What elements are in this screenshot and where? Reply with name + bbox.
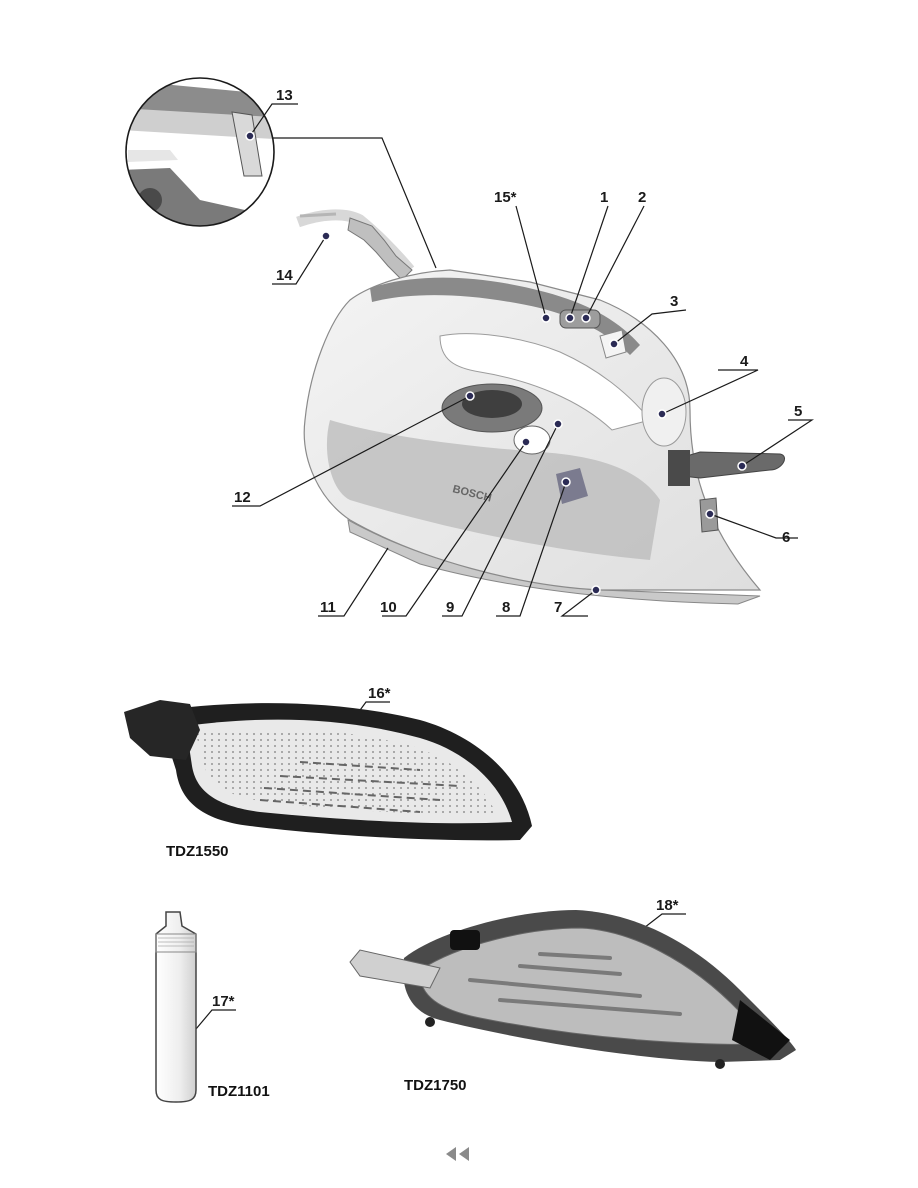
callout-9: 9 [446,599,454,616]
model-tdz1101: TDZ1101 [208,1083,270,1100]
soleplate-cover: TDZ1550 [124,700,532,860]
callout-12: 12 [234,489,251,506]
callout-7: 7 [554,599,562,616]
callout-6: 6 [782,529,790,546]
power-cord [296,209,415,274]
model-tdz1750: TDZ1750 [404,1077,467,1094]
double-left-triangle-icon[interactable] [444,1146,472,1162]
cord-guard [347,217,413,281]
steam-iron-illustration: BOSCH [296,209,785,605]
model-tdz1550: TDZ1550 [166,843,229,860]
callout-4: 4 [740,353,749,370]
callout-15: 15* [494,189,517,206]
callout-16: 16* [368,685,391,702]
callout-8: 8 [502,599,510,616]
callout-labels: 1 2 3 4 5 6 7 8 9 10 11 12 13 14 15* 16*… [212,87,802,1010]
callout-13: 13 [276,87,293,104]
callout-18: 18* [656,897,679,914]
callout-5: 5 [794,403,802,420]
callout-2: 2 [638,189,646,206]
callout-17: 17* [212,993,235,1010]
soleplate-protector: TDZ1750 [349,910,796,1094]
callout-1: 1 [600,189,608,206]
callout-10: 10 [380,599,397,616]
self-clean-lever [679,451,785,479]
descaler-bottle: TDZ1101 [155,911,270,1103]
callout-11: 11 [320,599,336,616]
callout-3: 3 [670,293,678,310]
callout-leaders [179,103,815,1049]
filler-opening [462,390,522,418]
callout-14: 14 [276,267,293,284]
